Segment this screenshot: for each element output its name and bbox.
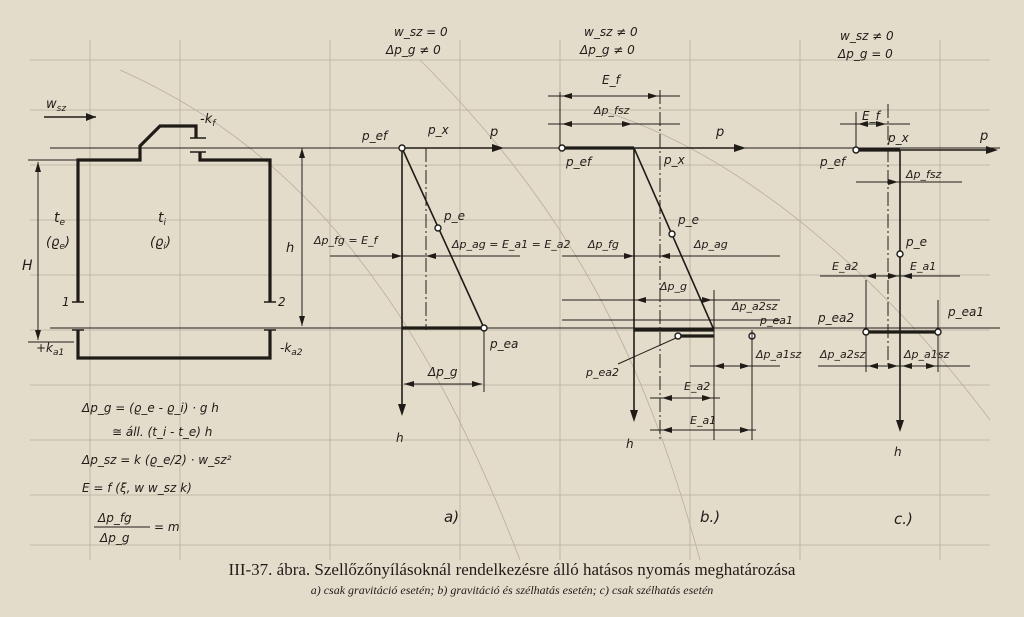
diagram-b-dpa1sz: Δp_a1sz bbox=[755, 348, 801, 361]
diagram-b-Ea1: E_a1 bbox=[690, 414, 716, 427]
diagram-a-point-pe bbox=[434, 224, 442, 232]
diagram-a-dpag: Δp_ag = E_a1 = E_a2 bbox=[451, 238, 571, 251]
outside-temp: te bbox=[54, 210, 66, 228]
diagram-b-pea1: p_ea1 bbox=[759, 314, 793, 327]
caption-title: III-37. ábra. Szellőzőnyílásoknál rendel… bbox=[229, 560, 796, 579]
diagram-c-condition-1: w_sz ≠ 0 bbox=[840, 29, 894, 43]
diagram-c-Ea1: E_a1 bbox=[910, 260, 936, 273]
diagram-c-dpa1sz: Δp_a1sz bbox=[903, 348, 949, 361]
formula-dpg: Δp_g = (ϱ_e - ϱ_i) · g h bbox=[81, 401, 219, 415]
diagram-c-dpa2sz: Δp_a2sz bbox=[819, 348, 865, 361]
diagram-b-point-pea2 bbox=[674, 332, 682, 340]
diagram-b-Ef: E_f bbox=[602, 73, 622, 87]
diagram-b-label: b.) bbox=[700, 508, 720, 526]
diagram-a-dpg: Δp_g bbox=[427, 365, 458, 379]
diagram-a-h-axis: h bbox=[396, 431, 404, 445]
formula-E: E = f (ξ, w w_sz k) bbox=[82, 481, 192, 495]
diagram-b-pe: p_e bbox=[677, 213, 699, 227]
diagram-c-px: p_x bbox=[887, 131, 910, 145]
formula-dpg-approx: ≅ áll. (t_i - t_e) h bbox=[112, 425, 212, 439]
inside-temp: ti bbox=[158, 210, 167, 228]
diagram-c-Ea2: E_a2 bbox=[832, 260, 858, 273]
diagram-c-point-pea2 bbox=[862, 328, 870, 336]
diagram-a-p-axis: p bbox=[489, 125, 498, 140]
height-H: H bbox=[22, 258, 33, 274]
diagram-a-condition-1: w_sz = 0 bbox=[394, 25, 448, 39]
diagram-b-pef: p_ef bbox=[565, 155, 593, 169]
diagram-b: w_sz ≠ 0 Δp_g ≠ 0 h p E_f Δp_fsz p_ef p_… bbox=[548, 25, 801, 526]
diagram-b-dpfsz: Δp_fsz bbox=[593, 104, 630, 117]
formula-dpsz: Δp_sz = k (ϱ_e/2) · w_sz² bbox=[81, 453, 232, 467]
wind-speed-label: wsz bbox=[46, 97, 66, 114]
diagram-a: w_sz = 0 Δp_g ≠ 0 h p p_ef p_x p_e p_ea … bbox=[313, 25, 571, 526]
opening-1-label: 1 bbox=[62, 295, 70, 309]
diagram-c-condition-2: Δp_g = 0 bbox=[837, 47, 893, 61]
diagram-a-px: p_x bbox=[427, 123, 450, 137]
diagram-b-px: p_x bbox=[663, 153, 686, 167]
building-section: wsz -kf te (ϱe) ti (ϱi) H 1 2 +ka1 -ka2 … bbox=[22, 97, 305, 360]
diagram-b-h-axis: h bbox=[626, 437, 634, 451]
diagram-b-pea2: p_ea2 bbox=[585, 366, 619, 379]
diagram-a-pef: p_ef bbox=[361, 129, 389, 143]
diagram-b-point-pef bbox=[558, 144, 566, 152]
diagram-a-point-pef bbox=[398, 144, 406, 152]
diagram-a-label: a) bbox=[444, 508, 459, 526]
top-opening-coefficient: -kf bbox=[200, 112, 217, 129]
inside-density: (ϱi) bbox=[150, 235, 171, 252]
diagram-b-condition-2: Δp_g ≠ 0 bbox=[579, 43, 635, 57]
opening-2-label: 2 bbox=[278, 295, 286, 309]
diagram-c-dpfsz: Δp_fsz bbox=[905, 168, 942, 181]
diagram-c-point-pef bbox=[852, 146, 860, 154]
diagram-b-point-pe bbox=[668, 230, 676, 238]
diagram-b-dpg: Δp_g bbox=[659, 280, 687, 293]
outside-density: (ϱe) bbox=[46, 235, 70, 252]
formulas: Δp_g = (ϱ_e - ϱ_i) · g h ≅ áll. (t_i - t… bbox=[81, 401, 232, 545]
diagram-b-dpag: Δp_ag bbox=[693, 238, 728, 251]
coef-ka1: +ka1 bbox=[36, 341, 64, 358]
height-h: h bbox=[286, 241, 294, 256]
diagram-a-pea: p_ea bbox=[489, 337, 518, 351]
diagram-c-pea2: p_ea2 bbox=[817, 311, 854, 325]
diagram-a-pe: p_e bbox=[443, 209, 465, 223]
diagram-c-point-pe bbox=[896, 250, 904, 258]
diagram-c-h-axis: h bbox=[894, 445, 902, 459]
diagram-a-condition-2: Δp_g ≠ 0 bbox=[385, 43, 441, 57]
coef-ka2: -ka2 bbox=[280, 341, 303, 358]
diagram-c-pef: p_ef bbox=[819, 155, 847, 169]
diagram-c: w_sz ≠ 0 Δp_g = 0 h p E_f p_ef p_x Δp_fs… bbox=[817, 29, 998, 528]
diagram-b-dpa2sz: Δp_a2sz bbox=[731, 300, 777, 313]
diagram-b-dpfg: Δp_fg bbox=[587, 238, 619, 251]
formula-ratio-rhs: = m bbox=[154, 520, 180, 534]
diagram-b-condition-1: w_sz ≠ 0 bbox=[584, 25, 638, 39]
diagram-c-p-axis: p bbox=[979, 129, 988, 144]
diagram-c-point-pea1 bbox=[934, 328, 942, 336]
diagram-c-pea1: p_ea1 bbox=[947, 305, 984, 319]
formula-ratio-den: Δp_g bbox=[99, 531, 130, 545]
formula-ratio-num: Δp_fg bbox=[97, 511, 132, 525]
diagram-c-label: c.) bbox=[894, 510, 913, 528]
diagram-b-Ea2: E_a2 bbox=[684, 380, 710, 393]
diagram-c-pe: p_e bbox=[905, 235, 927, 249]
diagram-b-p-axis: p bbox=[715, 125, 724, 140]
caption-subtitle: a) csak gravitáció esetén; b) gravitáció… bbox=[311, 583, 714, 597]
diagram-c-Ef: E_f bbox=[862, 109, 882, 123]
diagram-a-dpfg: Δp_fg = E_f bbox=[313, 234, 380, 247]
